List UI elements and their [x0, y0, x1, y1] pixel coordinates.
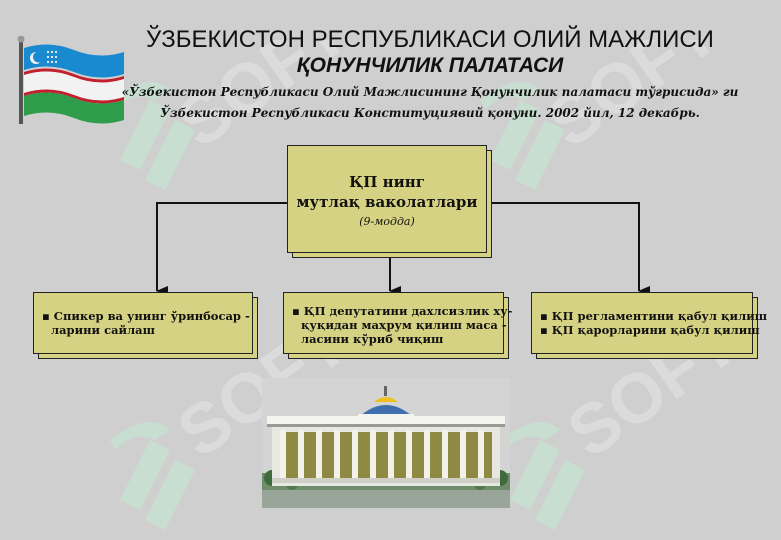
central-node-title-line: мутлақ ваколатлари: [296, 193, 478, 211]
central-node-title: ҚП нинг мутлақ ваколатлари: [288, 172, 486, 212]
power-node-speaker-election: ▪ Спикер ва унинг ўринбосар - ларини сай…: [33, 292, 253, 354]
power-node-regulations: ▪ ҚП регламентини қабул қилиш ▪ ҚП қарор…: [531, 292, 768, 354]
law-reference-line: «Ўзбекистон Республикаси Олий Мажлисинин…: [121, 85, 739, 99]
parliament-building-icon: [262, 378, 510, 508]
law-reference: «Ўзбекистон Республикаси Олий Мажлисинин…: [110, 82, 750, 124]
page-title-secondary: ҚОНУНЧИЛИК ПАЛАТАСИ: [296, 54, 564, 77]
power-item: ▪ Спикер ва унинг ўринбосар -: [42, 309, 250, 323]
soft-logo-watermark-icon: SOFT: [480, 40, 730, 190]
power-item: ▪ ҚП қарорларини қабул қилиш: [540, 323, 760, 337]
central-node: ҚП нинг мутлақ ваколатлари (9-модда): [287, 145, 487, 253]
page-title: ЎЗБЕКИСТОН РЕСПУБЛИКАСИ ОЛИЙ МАЖЛИСИ: [146, 26, 714, 53]
diagram-connectors: [156, 202, 650, 296]
law-reference-line: Ўзбекистон Республикаси Конституциявий қ…: [160, 106, 700, 120]
power-item: ▪ ҚП регламентини қабул қилиш: [540, 309, 768, 323]
power-item: ласини кўриб чиқиш: [301, 332, 444, 346]
power-item: ▪ ҚП депутатини дахлсизлик ху-: [292, 304, 513, 318]
article-reference: (9-модда): [359, 215, 415, 228]
power-item: қуқидан маҳрум қилиш маса -: [301, 318, 507, 332]
connector-right: [487, 202, 650, 296]
central-node-title-line: ҚП нинг: [349, 173, 425, 191]
soft-logo-watermark-icon: SOFT: [500, 330, 750, 530]
power-node-immunity: ▪ ҚП депутатини дахлсизлик ху- қуқидан м…: [283, 292, 513, 354]
power-item: ларини сайлаш: [51, 323, 155, 337]
uzbekistan-flag-icon: [17, 36, 124, 124]
soft-logo-watermark-icon: SOFT: [110, 40, 360, 190]
connector-left: [156, 202, 287, 296]
